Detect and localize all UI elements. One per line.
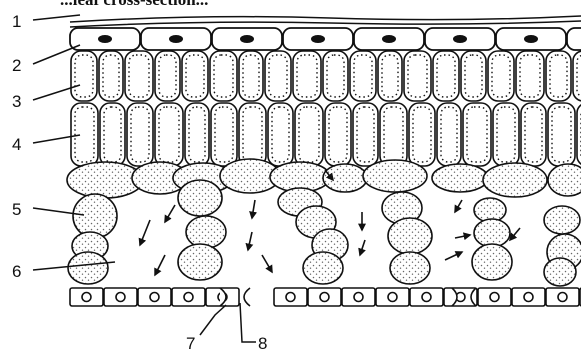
nucleus xyxy=(311,35,325,43)
spongy-cell xyxy=(474,219,510,247)
arrow xyxy=(248,232,252,250)
lower-cell-nucleus xyxy=(354,293,363,302)
palisade-cell xyxy=(350,51,376,101)
lower-cell-nucleus xyxy=(82,293,91,302)
cropped-header-text: ...leaf cross-section... xyxy=(60,0,581,9)
palisade-cell xyxy=(265,51,291,101)
spongy-cell xyxy=(178,180,222,216)
spongy-cell xyxy=(388,218,432,254)
nucleus xyxy=(98,35,112,43)
lower-cell-nucleus xyxy=(388,293,397,302)
arrow xyxy=(445,252,462,260)
spongy-cell xyxy=(178,244,222,280)
lower-cell-nucleus xyxy=(490,293,499,302)
arrow xyxy=(262,255,272,272)
palisade-cell xyxy=(488,51,514,101)
lower-cell-nucleus xyxy=(524,293,533,302)
label-2: 2 xyxy=(12,56,21,75)
spongy-cell xyxy=(186,216,226,248)
palisade-cell xyxy=(577,103,581,166)
spongy-cell xyxy=(303,252,343,284)
arrow xyxy=(510,228,520,240)
label-4: 4 xyxy=(12,135,21,154)
arrow xyxy=(165,205,175,222)
palisade-layer xyxy=(71,51,581,166)
spongy-cell xyxy=(548,164,581,196)
palisade-cell xyxy=(325,103,351,166)
lower-cell-nucleus xyxy=(150,293,159,302)
label-1: 1 xyxy=(12,12,21,31)
label-5: 5 xyxy=(12,200,21,219)
arrow xyxy=(140,220,150,245)
palisade-cell xyxy=(71,51,97,101)
palisade-cell xyxy=(127,103,153,166)
guard-cell xyxy=(244,288,250,306)
lower-cell-nucleus xyxy=(286,293,295,302)
spongy-cell xyxy=(363,160,427,192)
palisade-cell xyxy=(433,51,459,101)
cuticle xyxy=(70,16,581,22)
lower-cell-nucleus xyxy=(184,293,193,302)
palisade-cell xyxy=(239,51,263,101)
lower-cell-nucleus xyxy=(320,293,329,302)
spongy-cell xyxy=(544,206,580,234)
label-6: 6 xyxy=(12,262,21,281)
lower-epidermis xyxy=(70,288,581,306)
palisade-cell xyxy=(573,51,581,101)
arrow xyxy=(155,255,165,275)
palisade-cell xyxy=(378,51,402,101)
lower-cell-nucleus xyxy=(422,293,431,302)
label-3: 3 xyxy=(12,92,21,111)
lower-cell-nucleus xyxy=(558,293,567,302)
spongy-cell xyxy=(323,164,367,192)
spongy-cell xyxy=(544,258,576,286)
arrow xyxy=(252,200,255,218)
label-8: 8 xyxy=(258,334,267,353)
nucleus xyxy=(169,35,183,43)
lower-cell-nucleus xyxy=(116,293,125,302)
spongy-cell xyxy=(432,164,488,192)
nucleus xyxy=(240,35,254,43)
nucleus xyxy=(382,35,396,43)
arrow xyxy=(360,240,365,255)
palisade-cell xyxy=(211,103,237,166)
palisade-cell xyxy=(210,51,237,101)
palisade-cell xyxy=(404,51,431,101)
palisade-cell xyxy=(493,103,519,166)
spongy-cell xyxy=(73,194,117,238)
label-7: 7 xyxy=(186,334,195,353)
epidermal-cell xyxy=(567,28,581,50)
spongy-mesophyll xyxy=(67,159,581,286)
nucleus xyxy=(524,35,538,43)
arrow xyxy=(455,235,470,238)
spongy-cell xyxy=(390,252,430,284)
palisade-cell xyxy=(409,103,435,166)
spongy-cell xyxy=(483,163,547,197)
nucleus xyxy=(453,35,467,43)
palisade-cell xyxy=(99,51,123,101)
arrow xyxy=(455,200,462,212)
upper-epidermis xyxy=(70,28,581,50)
spongy-cell xyxy=(472,244,512,280)
palisade-cell xyxy=(182,51,208,101)
spongy-cell xyxy=(68,252,108,284)
